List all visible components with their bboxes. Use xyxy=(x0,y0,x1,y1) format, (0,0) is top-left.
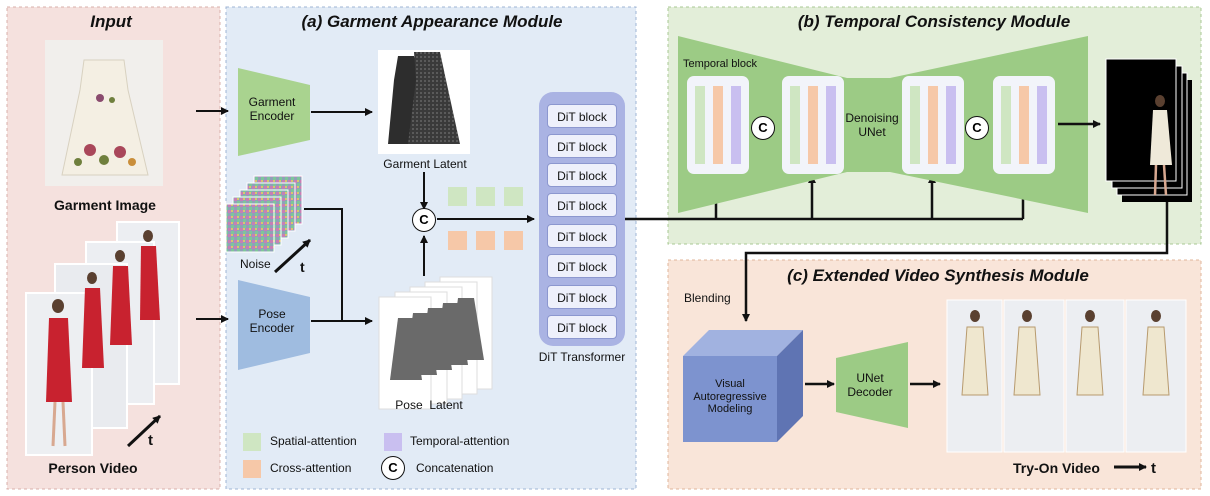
input-title: Input xyxy=(90,12,132,31)
temporal-block-4 xyxy=(993,76,1055,174)
temporal-block-1 xyxy=(687,76,749,174)
dit-block: DiT block xyxy=(547,254,617,278)
noise-stack xyxy=(225,175,303,253)
pose-encoder-shape xyxy=(238,280,310,370)
concat-symbol: C xyxy=(412,208,436,232)
visual-ar-label: Visual Autoregressive Modeling xyxy=(693,378,767,416)
output-video-frames xyxy=(1105,58,1192,202)
garment-latent-label: Garment Latent xyxy=(383,157,467,171)
garment-module-title: (a) Garment Appearance Module xyxy=(301,12,563,31)
temporal-module-title: (b) Temporal Consistency Module xyxy=(797,12,1071,31)
denoising-unet-label: Denoising UNet xyxy=(845,111,899,139)
dit-block: DiT block xyxy=(547,315,617,339)
legend-concat-symbol: C xyxy=(381,456,405,480)
tryon-t-label: t xyxy=(1151,460,1156,477)
garment-image xyxy=(45,40,163,186)
garment-image-label: Garment Image xyxy=(54,197,156,213)
unet-concat-symbol-2: C xyxy=(965,116,989,140)
unet-decoder-label: UNet Decoder xyxy=(847,371,893,399)
temporal-block-2 xyxy=(782,76,844,174)
dit-block: DiT block xyxy=(547,285,617,309)
blending-label: Blending xyxy=(684,291,731,305)
legend-temporal-swatch xyxy=(384,433,402,451)
garment-latent-image xyxy=(378,50,470,154)
tryon-video-label: Try-On Video xyxy=(1013,460,1100,476)
pose-encoder-label: Pose Encoder xyxy=(249,307,295,335)
unet-decoder-shape xyxy=(836,342,908,428)
legend-cross-label: Cross-attention xyxy=(270,461,352,475)
dit-block: DiT block xyxy=(547,104,617,128)
dit-block: DiT block xyxy=(547,134,617,158)
dit-transformer-label: DiT Transformer xyxy=(538,350,626,364)
temporal-block-3 xyxy=(902,76,964,174)
legend-cross-swatch xyxy=(243,460,261,478)
noise-time-arrow xyxy=(273,238,312,274)
noise-t-label: t xyxy=(300,259,305,275)
dit-block: DiT block xyxy=(547,224,617,248)
garment-encoder-shape xyxy=(238,68,310,156)
tryon-video-frames xyxy=(946,299,1187,453)
garment-encoder-label: Garment Encoder xyxy=(248,95,296,123)
visual-ar-cube xyxy=(683,330,803,442)
extended-module-title: (c) Extended Video Synthesis Module xyxy=(787,266,1089,285)
person-video-label: Person Video xyxy=(48,460,138,476)
dit-block: DiT block xyxy=(547,193,617,217)
legend-spatial-swatch xyxy=(243,433,261,451)
noise-label: Noise xyxy=(240,257,271,271)
spatial-tokens xyxy=(448,187,523,206)
dit-block: DiT block xyxy=(547,163,617,187)
legend-concat-label: Concatenation xyxy=(416,461,494,475)
pose-latent-frames xyxy=(378,276,493,410)
legend-spatial-label: Spatial-attention xyxy=(270,434,357,448)
denoising-unet-shape xyxy=(678,36,1088,213)
person-video-frames xyxy=(25,221,180,456)
input-t-label: t xyxy=(148,432,153,449)
arrow-noise-to-pose-latent xyxy=(304,208,343,320)
input-time-arrow xyxy=(126,414,162,448)
legend-temporal-label: Temporal-attention xyxy=(410,434,510,448)
pose-latent-label: Pose Latent xyxy=(395,398,463,412)
blending-path xyxy=(742,202,1169,322)
cross-tokens xyxy=(448,231,523,250)
temporal-block-label: Temporal block xyxy=(683,58,757,70)
unet-concat-symbol-1: C xyxy=(751,116,775,140)
